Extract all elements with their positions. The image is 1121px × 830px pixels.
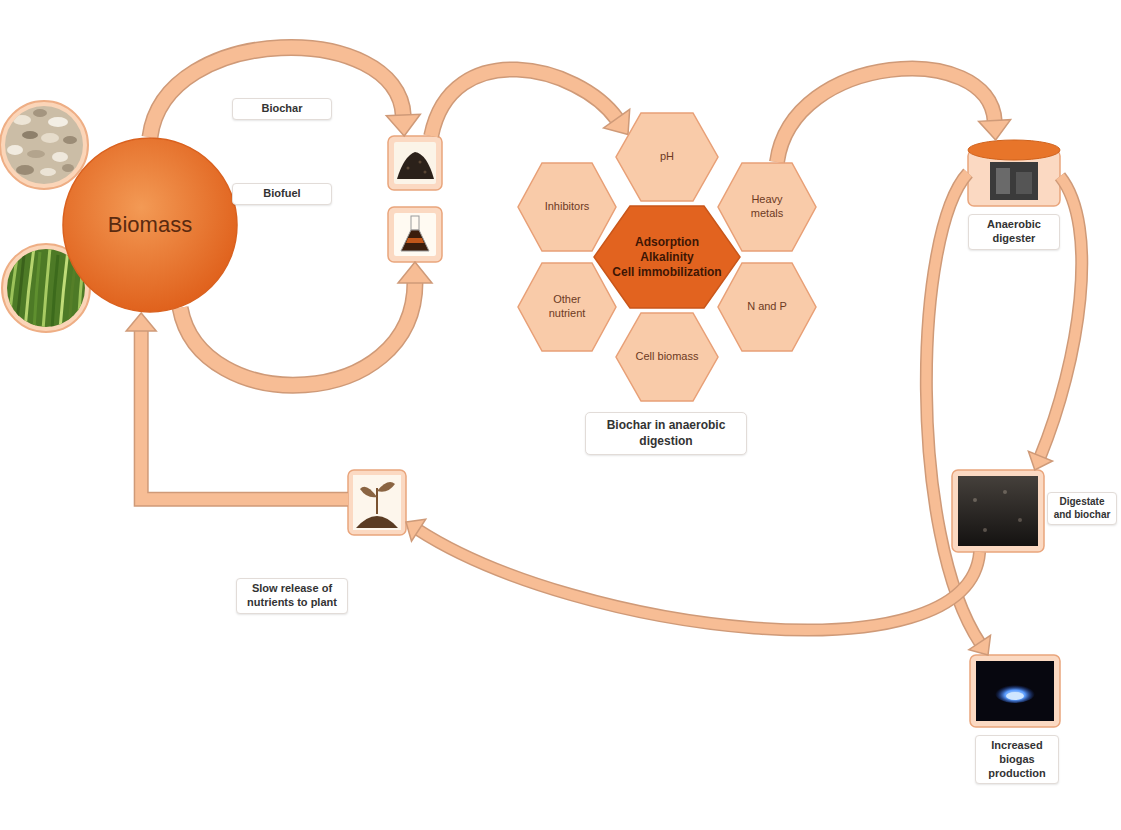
text-stack: Heavy metals — [735, 193, 800, 221]
arrow-head — [398, 262, 432, 283]
arrow-body — [418, 530, 980, 630]
node-text: Biochar in anaerobic digestion — [594, 418, 738, 449]
hexagon-shape — [594, 206, 740, 308]
image-label: Increased biogas production — [975, 735, 1059, 784]
text-stack: N and P — [747, 300, 787, 314]
text-stack: Inhibitors — [545, 200, 590, 214]
node-text: Adsorption — [635, 235, 699, 250]
image-node: Increased biogas production — [970, 655, 1060, 727]
arrow-head — [979, 120, 1011, 140]
arrow-head — [126, 313, 156, 331]
caption-box: Biochar in anaerobic digestion — [585, 412, 747, 455]
arrow-outline — [777, 69, 995, 162]
arrow-head — [386, 114, 420, 136]
text-holder: Heavy metals — [717, 162, 817, 252]
factor-hexagon: Inhibitors — [517, 162, 617, 252]
image-node: Biochar — [388, 136, 442, 190]
text-stack: AdsorptionAlkalinityCell immobilization — [612, 235, 721, 280]
text-holder: Biomass — [62, 137, 238, 313]
text-holder: N and P — [717, 262, 817, 352]
image-label: Biochar — [232, 98, 332, 120]
node-text: Other nutrient — [535, 293, 600, 321]
biogas-flame-picture — [970, 655, 1060, 727]
mechanism-hexagon: AdsorptionAlkalinityCell immobilization — [593, 205, 741, 309]
node-text: Anaerobic digester — [973, 218, 1055, 246]
plant-picture — [348, 470, 406, 535]
arrow-head — [969, 635, 991, 655]
text-holder: Cell biomass — [615, 312, 719, 402]
node-text: Alkalinity — [640, 250, 693, 265]
arrow-body — [180, 282, 415, 385]
text-stack: Other nutrient — [535, 293, 600, 321]
text-holder: AdsorptionAlkalinityCell immobilization — [593, 205, 741, 309]
arrow-body — [141, 330, 348, 499]
flow-arrow — [431, 70, 630, 136]
image-node: Digestate and biochar — [952, 470, 1044, 552]
image-label: Biofuel — [232, 183, 332, 205]
node-text: N and P — [747, 300, 787, 314]
node-text: Biofuel — [237, 187, 327, 201]
arrow-outline — [418, 530, 980, 630]
text-holder: Inhibitors — [517, 162, 617, 252]
node-text: Heavy metals — [735, 193, 800, 221]
factor-hexagon: N and P — [717, 262, 817, 352]
circle-shape — [63, 138, 237, 312]
arrow-outline — [180, 282, 415, 385]
hexagon-shape — [718, 263, 816, 351]
node-text: Biomass — [108, 211, 192, 239]
hexagon-shape — [518, 263, 616, 351]
image-node: Biofuel — [388, 207, 442, 262]
arrow-head — [604, 109, 630, 134]
image-node: Slow release of nutrients to plant — [348, 470, 406, 535]
text-holder: Other nutrient — [517, 262, 617, 352]
arrow-head — [1028, 451, 1052, 470]
text-holder: pH — [615, 112, 719, 202]
woodchip-photo — [0, 100, 90, 190]
factor-hexagon: Other nutrient — [517, 262, 617, 352]
arrow-outline — [141, 330, 348, 499]
factor-hexagon: Heavy metals — [717, 162, 817, 252]
node-text: Digestate and biochar — [1052, 496, 1112, 521]
factor-hexagon: pH — [615, 112, 719, 202]
factor-hexagon: Cell biomass — [615, 312, 719, 402]
arrow-outline — [150, 48, 403, 137]
node-text: pH — [660, 150, 674, 164]
digestate-picture — [952, 470, 1044, 552]
arrow-body — [777, 69, 995, 162]
text-stack: Cell biomass — [636, 350, 699, 364]
image-node: Anaerobic digester — [968, 140, 1060, 206]
hexagon-shape — [718, 163, 816, 251]
node-text: Cell biomass — [636, 350, 699, 364]
hexagon-shape — [616, 313, 718, 401]
biochar-picture — [388, 136, 442, 190]
image-label: Slow release of nutrients to plant — [236, 578, 348, 614]
biofuel-flask-picture — [388, 207, 442, 262]
arrow-body — [431, 70, 617, 136]
text-stack: Biomass — [108, 211, 192, 239]
node-text: Biochar — [237, 102, 327, 116]
node-text: Increased biogas production — [980, 739, 1054, 780]
arrow-head — [406, 519, 426, 541]
flow-arrow — [126, 313, 348, 499]
hexagon-shape — [518, 163, 616, 251]
node-text: Slow release of nutrients to plant — [241, 582, 343, 610]
hexagon-shape — [616, 113, 718, 201]
digester-picture — [968, 140, 1060, 206]
image-label: Digestate and biochar — [1047, 492, 1117, 525]
flow-arrow — [777, 69, 1011, 162]
arrow-outline — [431, 70, 617, 136]
flow-arrow — [406, 519, 980, 630]
image-label: Anaerobic digester — [968, 214, 1060, 250]
biomass-circle: Biomass — [62, 137, 238, 313]
text-stack: pH — [660, 150, 674, 164]
node-text: Inhibitors — [545, 200, 590, 214]
flow-arrow — [150, 48, 420, 137]
node-text: Cell immobilization — [612, 265, 721, 280]
arrow-body — [150, 48, 403, 137]
